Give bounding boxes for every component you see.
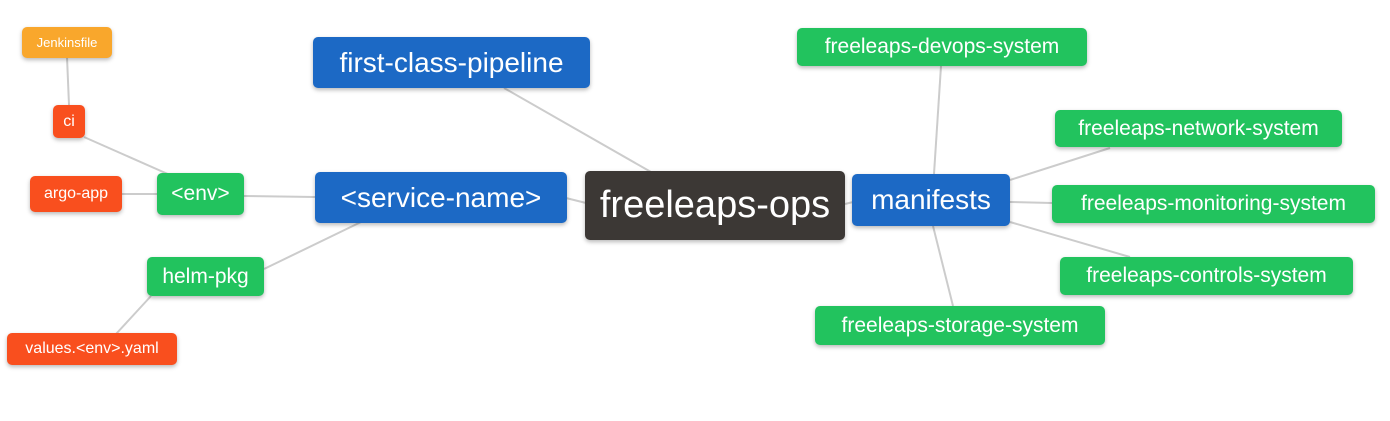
- connector-manifests-controls: [1009, 221, 1131, 258]
- mindmap-node-values-env-yaml[interactable]: values.<env>.yaml: [7, 333, 177, 365]
- connector-helm-pkg-service-name: [263, 221, 362, 270]
- connector-jenkinsfile-ci: [66, 56, 70, 106]
- connector-ci-env: [83, 136, 171, 176]
- mindmap-node-freeleaps-storage-system[interactable]: freeleaps-storage-system: [815, 306, 1105, 345]
- mindmap-node-helm-pkg[interactable]: helm-pkg: [147, 257, 264, 296]
- connector-env-service-name: [243, 195, 316, 198]
- connector-helm-pkg-values: [115, 295, 152, 335]
- mindmap-node-argo-app[interactable]: argo-app: [30, 176, 122, 212]
- mindmap-node-freeleaps-devops-system[interactable]: freeleaps-devops-system: [797, 28, 1087, 66]
- mindmap-node-freeleaps-network-system[interactable]: freeleaps-network-system: [1055, 110, 1342, 147]
- mindmap-node-freeleaps-ops[interactable]: freeleaps-ops: [585, 171, 845, 240]
- connector-pipeline-ops: [503, 87, 652, 173]
- mindmap-node-first-class-pipeline[interactable]: first-class-pipeline: [313, 37, 590, 88]
- mindmap-node-service-name[interactable]: <service-name>: [315, 172, 567, 223]
- mindmap-node-manifests[interactable]: manifests: [852, 174, 1010, 226]
- mindmap-node-freeleaps-monitoring-system[interactable]: freeleaps-monitoring-system: [1052, 185, 1375, 223]
- mindmap-node-ci[interactable]: ci: [53, 105, 85, 138]
- connector-manifests-monitoring: [1009, 201, 1053, 204]
- connector-manifests-network: [1009, 147, 1111, 181]
- connector-ops-manifests: [844, 201, 854, 205]
- mindmap-node-env[interactable]: <env>: [157, 173, 244, 215]
- mindmap-node-jenkinsfile[interactable]: Jenkinsfile: [22, 27, 112, 58]
- connector-service-name-ops: [565, 197, 587, 204]
- connector-manifests-storage: [932, 225, 954, 307]
- mindmap-node-freeleaps-controls-system[interactable]: freeleaps-controls-system: [1060, 257, 1353, 295]
- connector-manifests-devops: [933, 65, 942, 175]
